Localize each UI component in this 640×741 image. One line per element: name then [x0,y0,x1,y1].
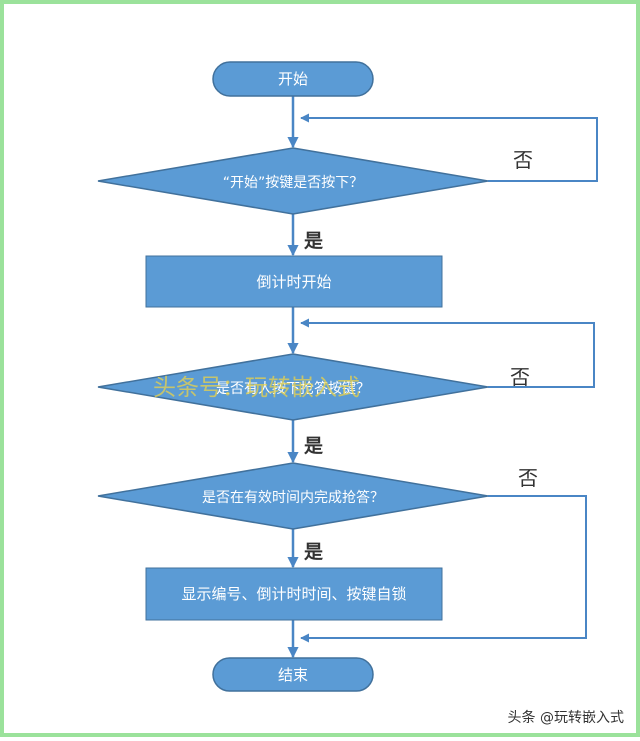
display-process [145,567,443,621]
yes-label-1: 是 [304,230,323,252]
watermark-credit: 头条 @玩转嵌入式 [508,709,624,726]
decision-in-time [97,462,489,530]
arrow-decision2-no-loop [300,318,595,388]
watermark-overlay: 头条号：玩转嵌入式 [153,375,360,401]
end-label: 结束 [278,666,308,684]
countdown-process [145,255,443,308]
yes-label-2: 是 [304,435,323,457]
decision-start-pressed [97,147,489,215]
display-label: 显示编号、倒计时时间、按键自锁 [181,585,406,603]
arrow-decision3-no-to-end [300,495,587,643]
start-label: 开始 [278,70,308,88]
decision-start-pressed-label: “开始”按键是否按下？ [223,175,364,191]
decision-someone-pressed [97,353,489,421]
decision-someone-pressed-label: 是否有人按下抢答按键？ [216,380,370,397]
countdown-label: 倒计时开始 [256,273,331,291]
yes-label-3: 是 [304,541,323,563]
decision-in-time-label: 是否在有效时间内完成抢答？ [202,489,384,506]
no-label-2: 否 [510,365,530,389]
end-terminator [212,657,374,692]
start-terminator [212,61,374,97]
no-label-1: 否 [513,148,533,172]
arrow-decision1-no-loop [300,113,598,182]
no-label-3: 否 [518,466,538,490]
